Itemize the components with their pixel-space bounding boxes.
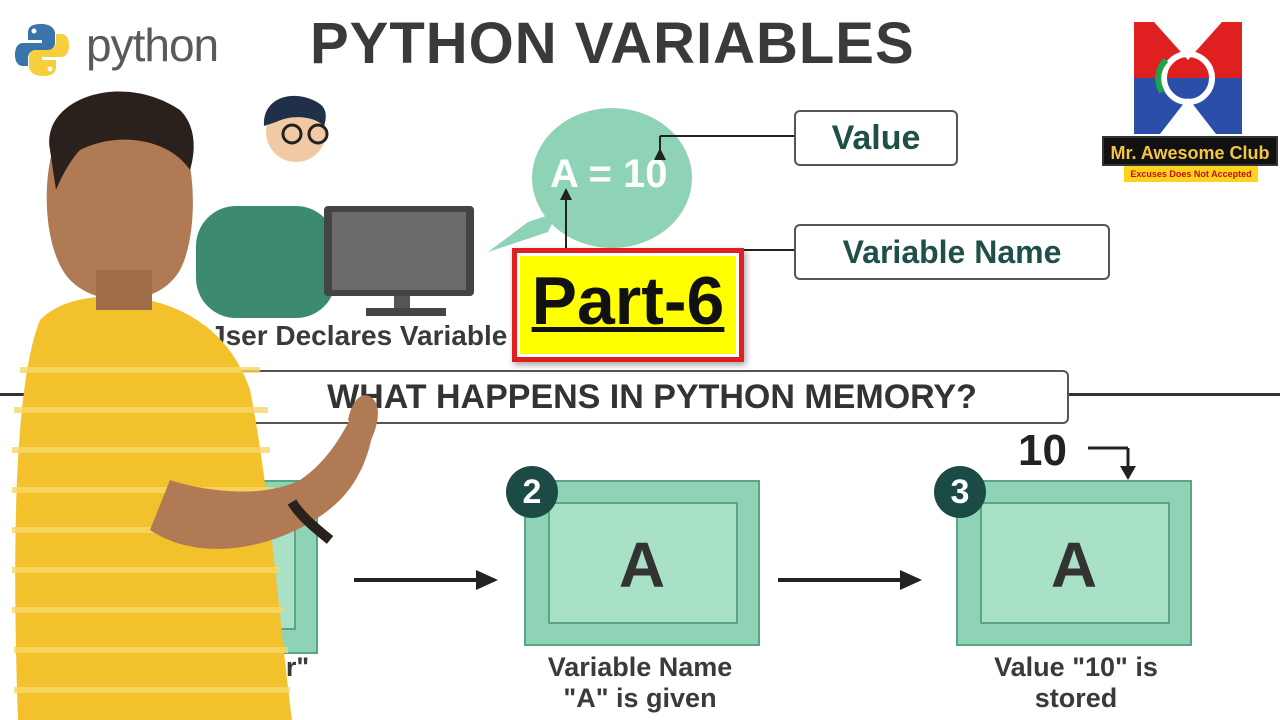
user-at-computer-illustration bbox=[196, 95, 474, 318]
step3-caption-line2: stored bbox=[1034, 683, 1118, 713]
step2-caption-line1: Variable Name bbox=[547, 652, 733, 682]
value-into-box-arrow bbox=[1088, 446, 1136, 480]
step3-variable-letter: A bbox=[1050, 529, 1098, 601]
club-name: Mr. Awesome Club bbox=[1102, 136, 1278, 166]
arrow-right-icon bbox=[354, 570, 498, 590]
stored-value: 10 bbox=[1018, 426, 1067, 475]
step2-memory-box: A bbox=[524, 480, 760, 646]
speech-bubble bbox=[532, 108, 692, 248]
python-wordmark: python bbox=[86, 19, 219, 71]
step3-inner-box bbox=[980, 502, 1170, 624]
club-tagline: Excuses Does Not Accepted bbox=[1124, 166, 1258, 182]
arrow-right-icon bbox=[778, 570, 922, 590]
bubble-tail-icon bbox=[488, 212, 558, 252]
memory-heading: WHAT HAPPENS IN PYTHON MEMORY? bbox=[235, 370, 1069, 424]
part-label: Part-6 bbox=[531, 263, 725, 339]
part-badge bbox=[512, 248, 744, 362]
callout-arrows bbox=[560, 135, 794, 251]
presenter-person-image bbox=[12, 91, 378, 720]
step2-caption-line2: "A" is given bbox=[563, 683, 717, 713]
value-callout: Value bbox=[794, 110, 958, 166]
step3-memory-box: A bbox=[956, 480, 1192, 646]
python-logo-icon bbox=[15, 24, 69, 76]
assignment-expression: A = 10 bbox=[550, 152, 668, 196]
step3-caption-line1: Value "10" is bbox=[994, 652, 1158, 682]
step2-badge: 2 bbox=[506, 466, 558, 518]
step3-badge: 3 bbox=[934, 466, 986, 518]
page-title: PYTHON VARIABLES bbox=[310, 11, 915, 76]
step2-inner-box bbox=[548, 502, 738, 624]
user-declares-caption: Jser Declares Variable bbox=[210, 320, 508, 351]
variable-name-callout: Variable Name bbox=[794, 224, 1110, 280]
mr-awesome-club-logo-icon bbox=[1134, 22, 1242, 134]
step2-variable-letter: A bbox=[618, 529, 666, 601]
